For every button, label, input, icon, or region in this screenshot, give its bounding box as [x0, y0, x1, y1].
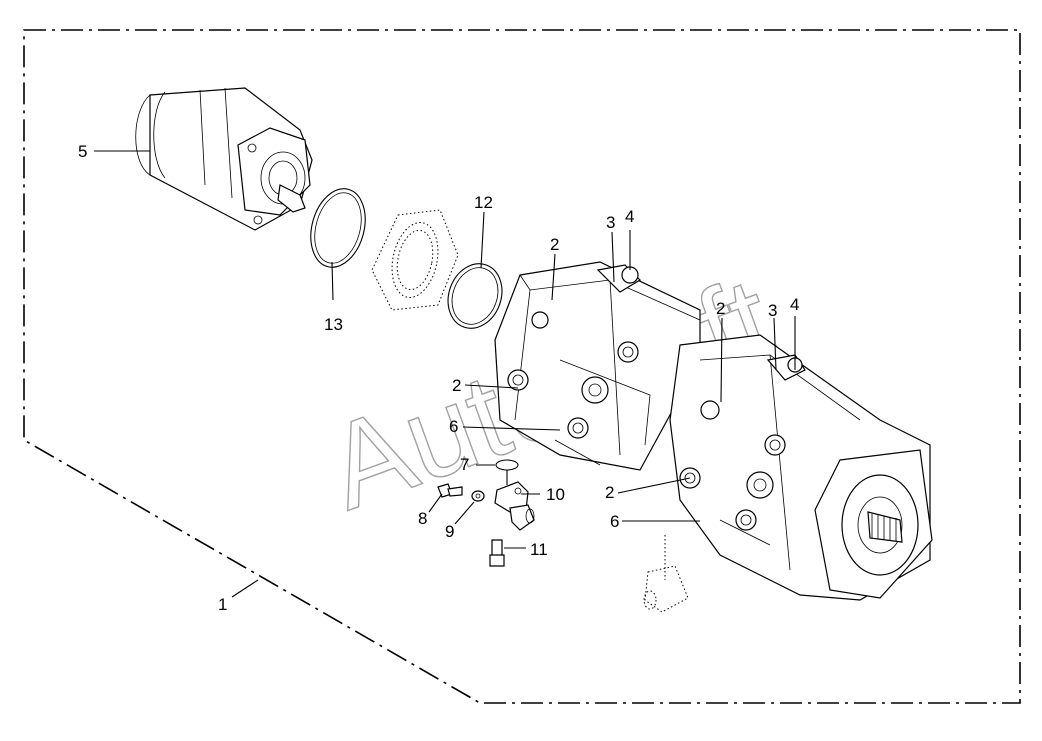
o-ring-part-13 — [310, 188, 366, 268]
o-ring-part-12 — [447, 263, 503, 329]
callout-10: 10 — [546, 485, 565, 504]
callout-9: 9 — [445, 522, 454, 541]
tandem-pump-front — [494, 261, 701, 471]
callout-6-rear: 6 — [610, 512, 619, 531]
callout-11: 11 — [530, 540, 548, 559]
callout-4-rear: 4 — [790, 295, 799, 314]
callout-2-side-rear: 2 — [605, 483, 614, 502]
tandem-pump-rear — [669, 334, 933, 601]
callout-1: 1 — [218, 595, 227, 614]
callout-2-side-front: 2 — [452, 376, 461, 395]
callout-5: 5 — [78, 142, 87, 161]
callout-3-rear: 3 — [768, 301, 777, 320]
assembly-boundary — [23, 29, 1021, 704]
screw-part-8 — [437, 483, 463, 498]
callout-8: 8 — [418, 509, 427, 528]
fitting-part-10 — [494, 481, 535, 531]
motor-part-5 — [135, 87, 313, 231]
callout-3-front: 3 — [606, 213, 615, 232]
callout-7: 7 — [460, 455, 469, 474]
callout-2-top-rear: 2 — [716, 299, 725, 318]
callout-12: 12 — [474, 193, 493, 212]
alternative-fitting-dotted — [643, 535, 689, 613]
leader-lines — [94, 150, 796, 598]
adapter-plate — [371, 209, 459, 311]
washer-part-9 — [471, 490, 485, 502]
bolt-part-11 — [489, 539, 505, 567]
callout-2-top-front: 2 — [550, 235, 559, 254]
callout-6-front: 6 — [449, 417, 458, 436]
callout-labels: 1 5 13 12 2 3 4 2 3 4 2 6 7 2 6 10 8 9 1… — [78, 142, 799, 614]
callout-13: 13 — [324, 315, 343, 334]
callout-4-front: 4 — [625, 207, 634, 226]
